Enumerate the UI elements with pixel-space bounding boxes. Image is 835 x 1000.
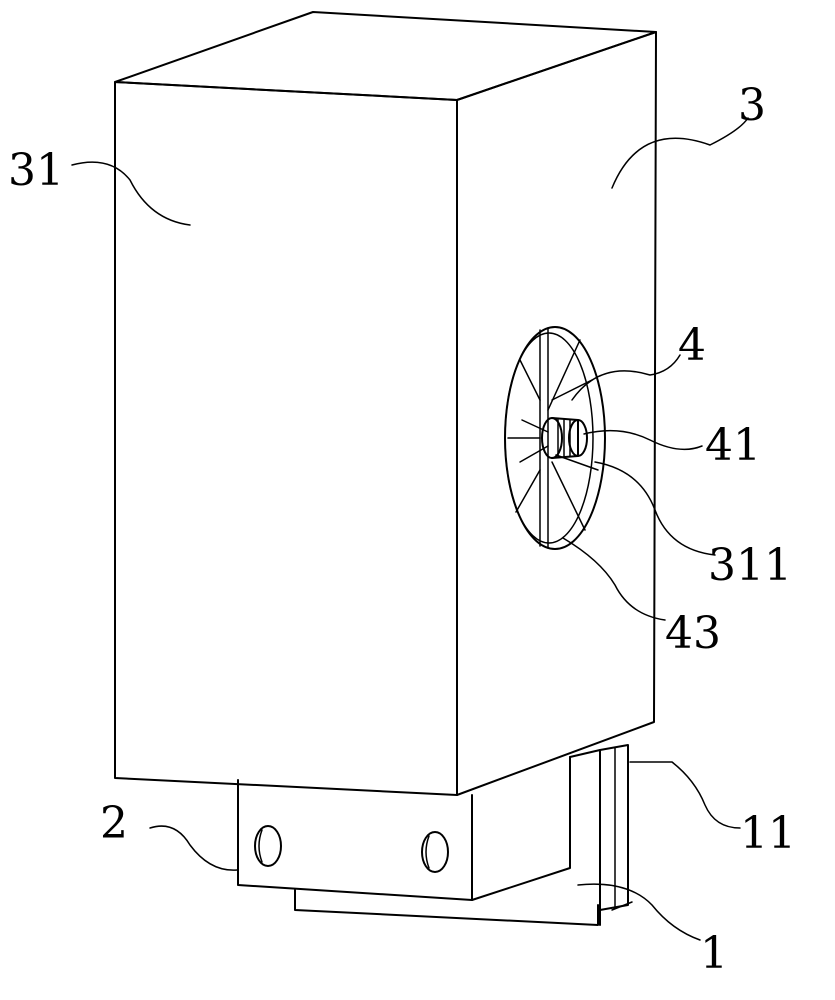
mount-hole-left <box>254 825 282 867</box>
mount-hole-left-inner <box>258 829 263 863</box>
fan-blade-6 <box>515 469 541 513</box>
label-2: 2 <box>100 798 128 849</box>
housing-front-face <box>114 81 458 796</box>
fan-wheel <box>504 326 606 550</box>
base-assembly <box>237 744 633 926</box>
label-311: 311 <box>708 540 792 591</box>
label-43: 43 <box>665 608 721 659</box>
leader-31 <box>71 161 191 226</box>
fan-rim-back <box>504 332 594 544</box>
mount-hole-right <box>421 831 449 873</box>
fan-blade-2 <box>551 379 593 401</box>
reference-labels: 3 31 4 41 311 43 2 11 1 <box>8 80 796 979</box>
rail-outer <box>569 749 601 926</box>
leader-lines <box>71 117 749 941</box>
leader-1 <box>577 883 701 941</box>
fan-blade-1 <box>547 339 581 411</box>
mount-hole-right-inner <box>425 835 430 869</box>
rail-bottom-notch <box>611 901 633 911</box>
label-1: 1 <box>700 928 728 979</box>
leader-4 <box>571 354 681 401</box>
leader-311 <box>594 461 716 556</box>
housing <box>114 11 657 796</box>
fan-blade-5 <box>519 359 541 401</box>
fan-hub-cap <box>568 419 588 457</box>
bracket-side <box>471 756 571 901</box>
fan-hub-body <box>551 417 579 459</box>
label-31: 31 <box>8 145 64 196</box>
label-41: 41 <box>705 420 761 471</box>
leader-43 <box>562 537 666 621</box>
leader-41 <box>583 429 703 451</box>
label-11: 11 <box>740 808 796 859</box>
leader-3 <box>611 117 749 189</box>
rail-channel <box>599 744 629 911</box>
label-4: 4 <box>678 320 706 371</box>
housing-side-face <box>456 31 657 796</box>
leader-11 <box>629 761 741 829</box>
leader-2 <box>149 825 238 871</box>
mounting-bracket <box>237 779 473 901</box>
fan-hub-back <box>541 417 563 459</box>
fan-blade-4 <box>551 461 586 531</box>
label-3: 3 <box>738 80 766 131</box>
base-plate <box>294 889 599 926</box>
